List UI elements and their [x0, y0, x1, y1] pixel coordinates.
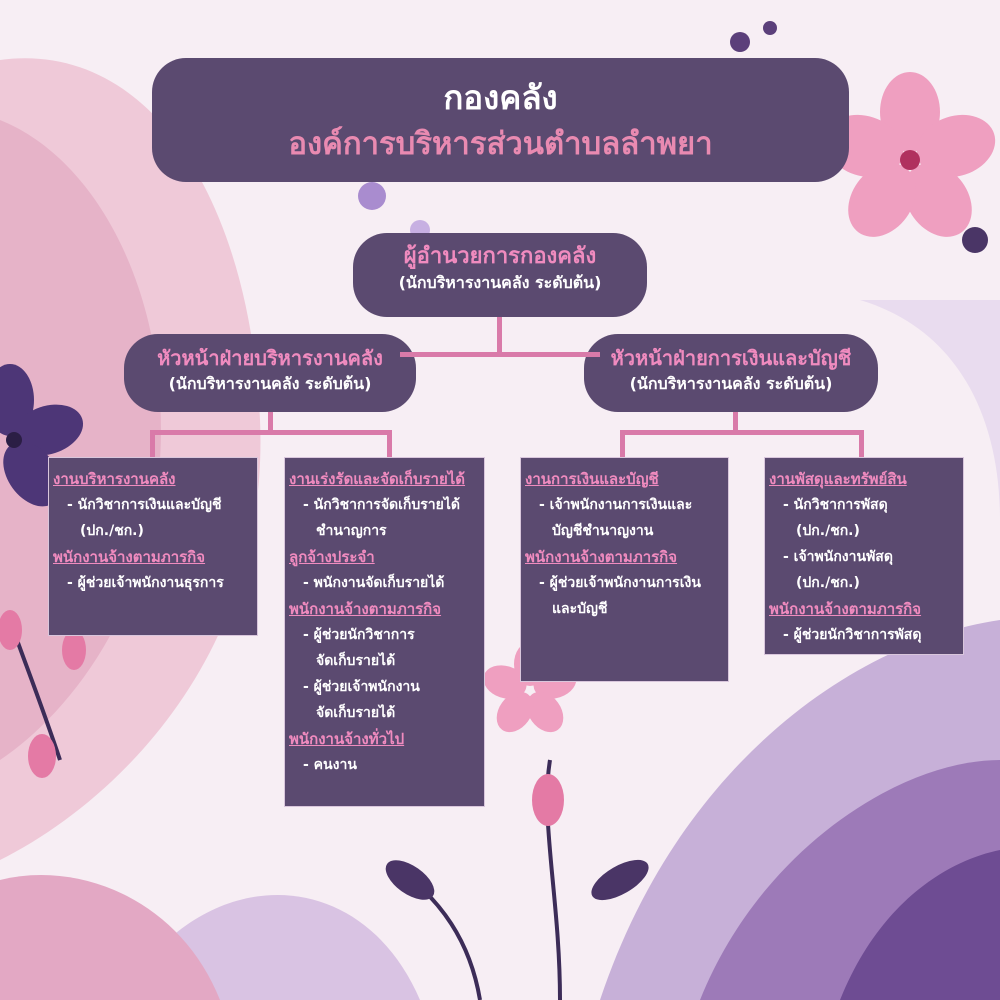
section-heading: งานเร่งรัดและจัดเก็บรายได้	[289, 470, 466, 488]
head-right-title: หัวหน้าฝ่ายการเงินและบัญชี	[610, 346, 852, 370]
position-item: - ผู้ช่วยนักวิชาการ	[303, 627, 415, 643]
section-heading: งานการเงินและบัญชี	[525, 470, 659, 488]
position-item: - ผู้ช่วยเจ้าพนักงานการเงิน	[539, 575, 701, 591]
position-item: (ปก./ชก.)	[80, 523, 144, 539]
section-heading: พนักงานจ้างตามภารกิจ	[525, 548, 678, 566]
unit-box-revenue-collection: งานเร่งรัดและจัดเก็บรายได้ - นักวิชาการจั…	[284, 457, 485, 807]
position-item: - นักวิชาการจัดเก็บรายได้	[303, 497, 460, 513]
position-item: - ผู้ช่วยเจ้าพนักงาน	[303, 679, 420, 695]
position-item: (ปก./ชก.)	[796, 523, 860, 539]
position-item: - คนงาน	[303, 757, 357, 773]
connector-left-bar	[150, 430, 392, 435]
director-title: ผู้อำนวยการกองคลัง	[403, 244, 597, 269]
page-title: กองคลัง	[443, 78, 558, 117]
page-header: กองคลัง องค์การบริหารส่วนตำบลลำพยา	[152, 58, 849, 182]
head-right-subtitle: (นักบริหารงานคลัง ระดับต้น)	[629, 374, 833, 393]
section-heading: พนักงานจ้างทั่วไป	[289, 730, 405, 748]
connector-right-drop1	[620, 430, 625, 457]
section-heading: พนักงานจ้างตามภารกิจ	[289, 600, 442, 618]
page-subtitle: องค์การบริหารส่วนตำบลลำพยา	[288, 126, 713, 162]
section-heading: พนักงานจ้างตามภารกิจ	[53, 548, 206, 566]
connector-left-drop1	[150, 430, 155, 457]
position-item: ชำนาญการ	[316, 523, 387, 539]
connector-right-bar	[620, 430, 864, 435]
position-item: บัญชีชำนาญงาน	[552, 523, 654, 539]
section-heading: ลูกจ้างประจำ	[289, 548, 375, 566]
unit-box-fiscal-admin: งานบริหารงานคลัง - นักวิชาการเงินและบัญชี…	[48, 457, 258, 636]
position-item: - นักวิชาการพัสดุ	[783, 497, 888, 513]
position-item: จัดเก็บรายได้	[316, 705, 396, 721]
connector-heads-bar	[400, 352, 600, 357]
position-item: - ผู้ช่วยนักวิชาการพัสดุ	[783, 627, 922, 643]
connector-left-drop2	[387, 430, 392, 457]
head-left-title: หัวหน้าฝ่ายบริหารงานคลัง	[157, 346, 383, 370]
position-item: และบัญชี	[552, 601, 608, 617]
connector-left-down	[268, 412, 273, 434]
section-heading: งานพัสดุและทรัพย์สิน	[769, 470, 907, 488]
position-item: จัดเก็บรายได้	[316, 653, 396, 669]
head-left-subtitle: (นักบริหารงานคลัง ระดับต้น)	[168, 374, 372, 393]
connector-right-drop2	[859, 430, 864, 457]
unit-box-finance-accounting: งานการเงินและบัญชี - เจ้าพนักงานการเงินแล…	[520, 457, 729, 682]
section-heading: พนักงานจ้างตามภารกิจ	[769, 600, 922, 618]
position-item: - นักวิชาการเงินและบัญชี	[67, 497, 222, 513]
position-item: (ปก./ชก.)	[796, 575, 860, 591]
director-subtitle: (นักบริหารงานคลัง ระดับต้น)	[398, 273, 602, 292]
unit-box-supplies-assets: งานพัสดุและทรัพย์สิน - นักวิชาการพัสดุ (ปก…	[764, 457, 964, 655]
head-right-node: หัวหน้าฝ่ายการเงินและบัญชี (นักบริหารงาน…	[584, 334, 878, 412]
position-item: - ผู้ช่วยเจ้าพนักงานธุรการ	[67, 575, 224, 591]
director-node: ผู้อำนวยการกองคลัง (นักบริหารงานคลัง ระด…	[353, 233, 647, 317]
connector-right-down	[733, 412, 738, 434]
position-item: - เจ้าพนักงานพัสดุ	[783, 549, 893, 565]
section-heading: งานบริหารงานคลัง	[53, 470, 176, 488]
head-left-node: หัวหน้าฝ่ายบริหารงานคลัง (นักบริหารงานคล…	[124, 334, 416, 412]
connector-director-down	[497, 317, 502, 357]
position-item: - พนักงานจัดเก็บรายได้	[303, 575, 445, 591]
position-item: - เจ้าพนักงานการเงินและ	[539, 497, 693, 513]
